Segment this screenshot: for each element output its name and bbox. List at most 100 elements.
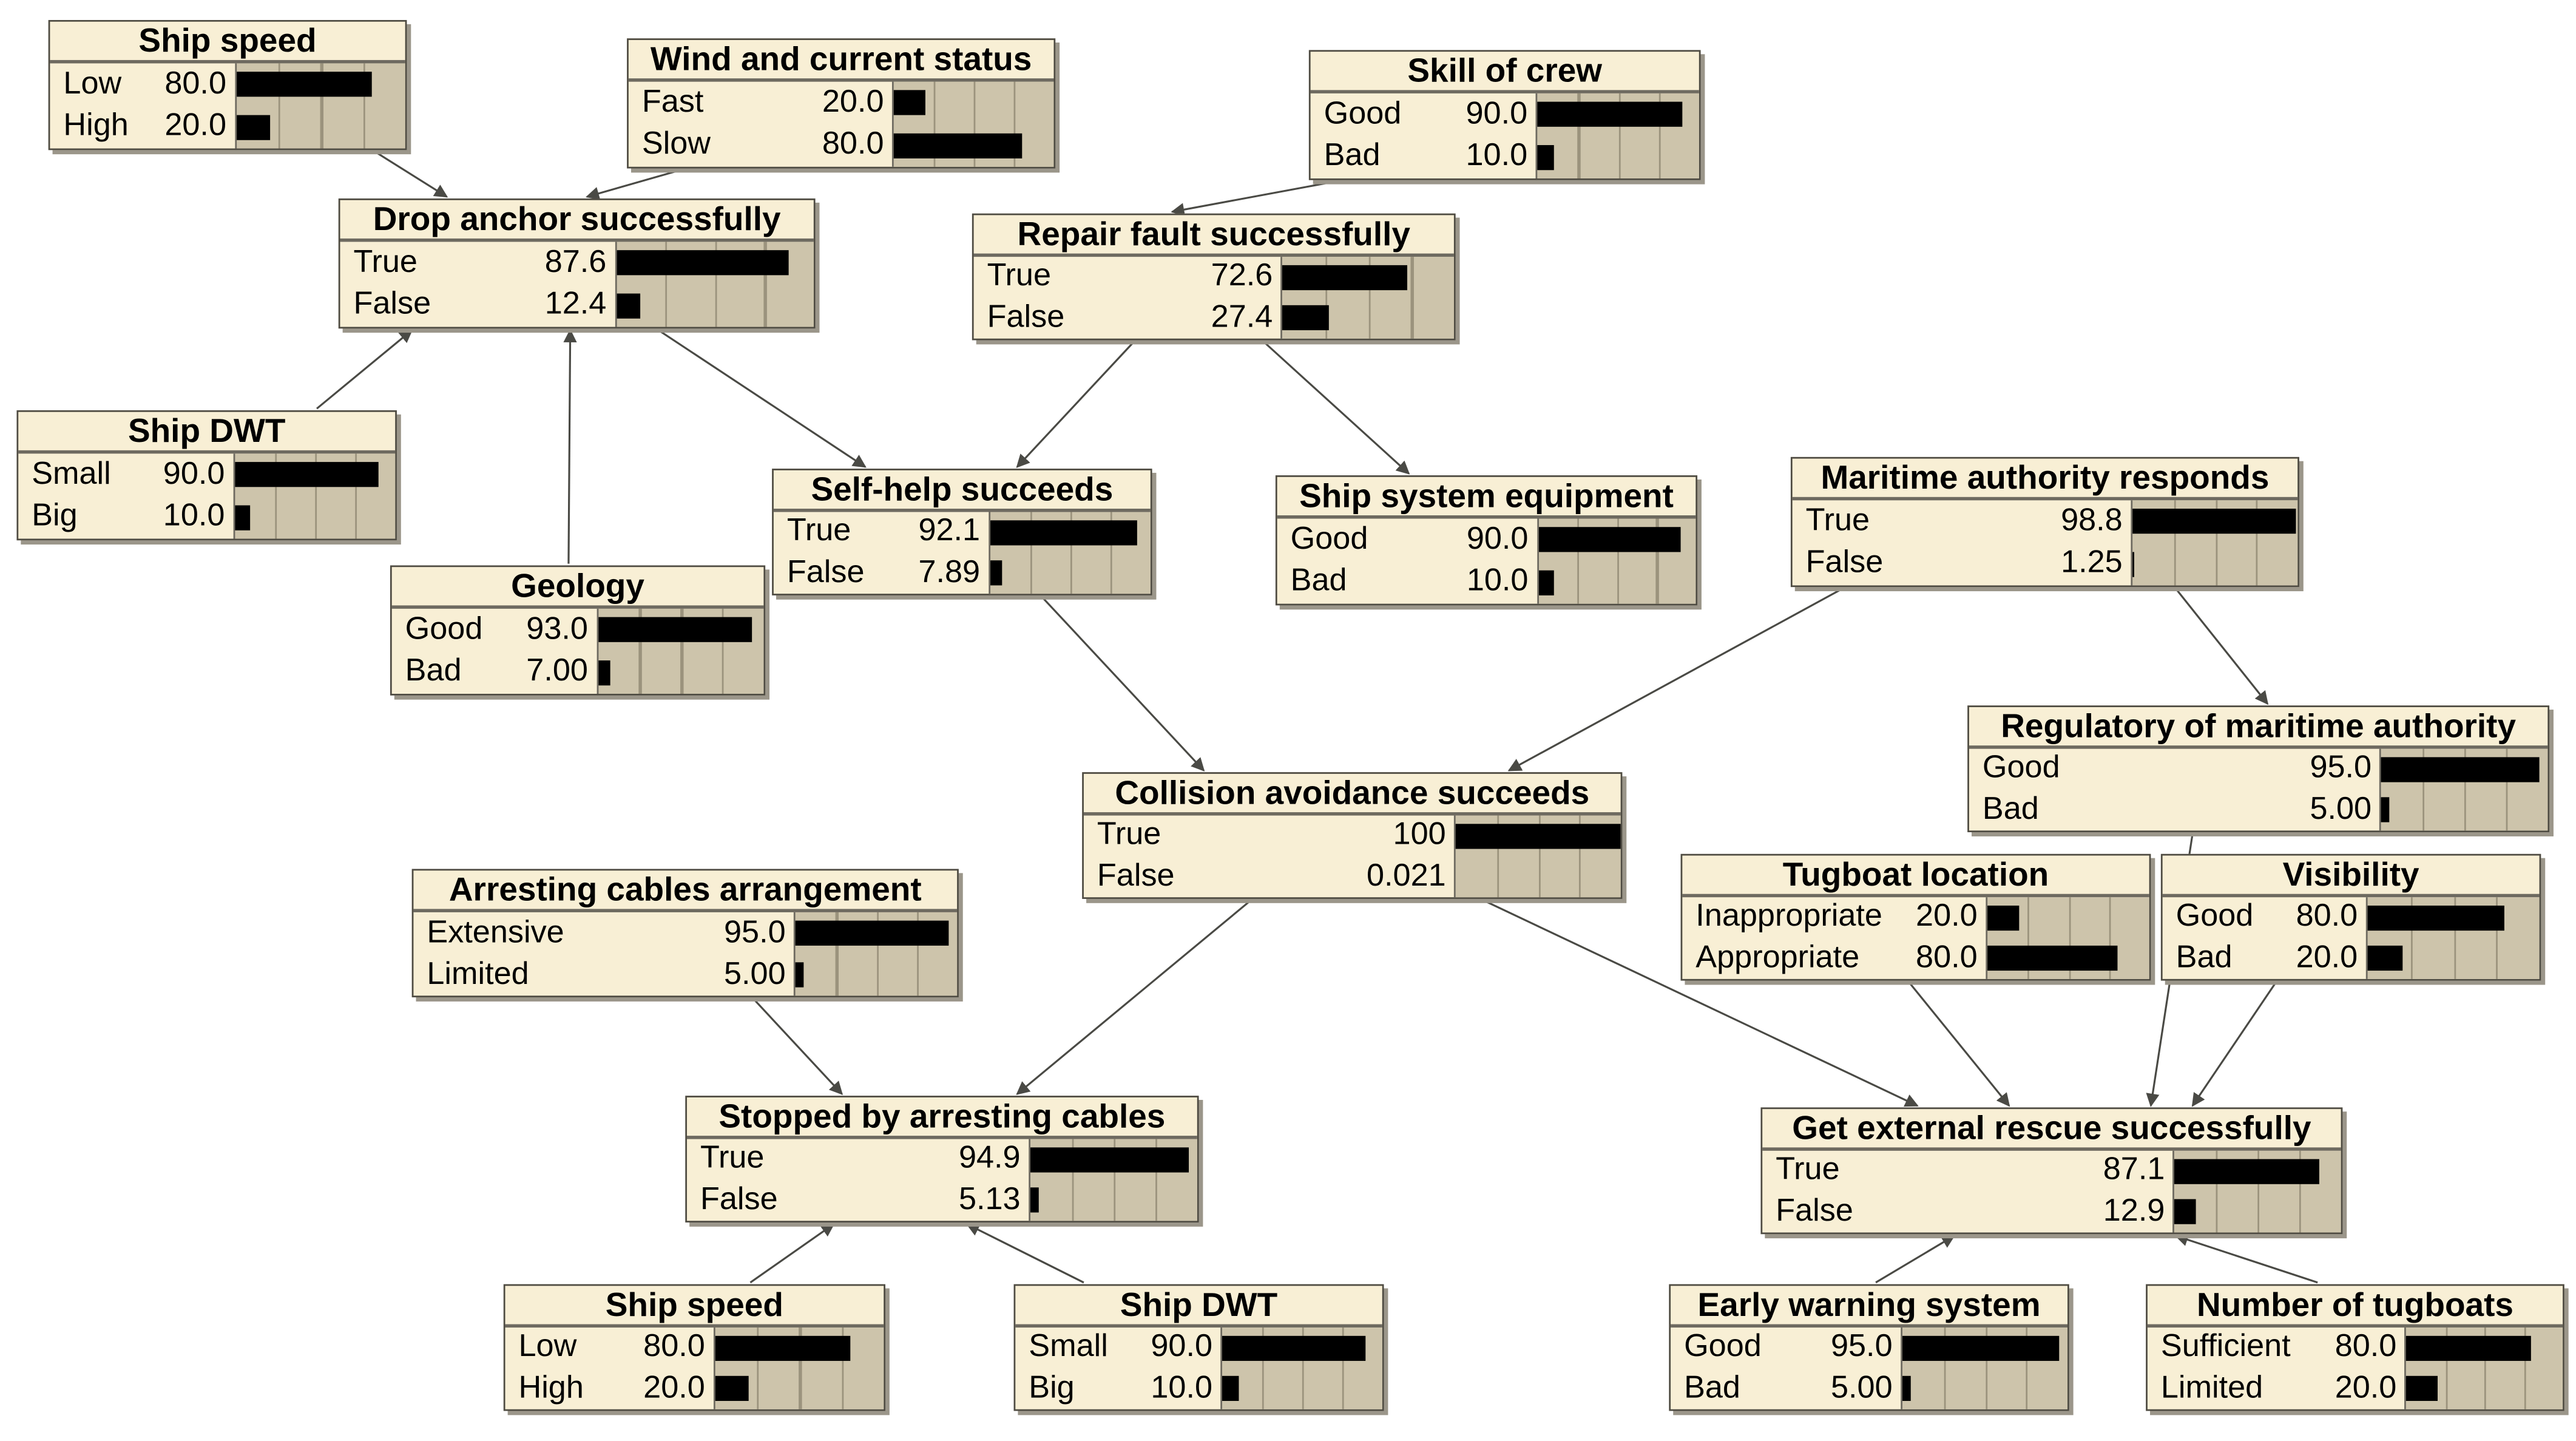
bar-grid-line bbox=[841, 1327, 843, 1409]
bar-grid-line bbox=[1072, 1139, 1074, 1221]
node-bar-panel bbox=[2131, 500, 2298, 586]
bar-grid-line bbox=[722, 608, 725, 694]
bar-grid-line bbox=[715, 242, 717, 327]
node-bar-panel bbox=[2365, 897, 2540, 979]
state-label: Bad bbox=[1684, 1370, 1740, 1406]
edge-repair-fault-to-ship-system-equipment bbox=[1263, 341, 1410, 475]
state-label: Big bbox=[32, 499, 78, 534]
bar-row bbox=[234, 496, 395, 538]
edge-self-help-to-collision bbox=[1041, 596, 1205, 772]
state-value: 95.0 bbox=[724, 915, 786, 950]
node-bar-panel bbox=[233, 453, 396, 539]
prob-bar bbox=[2406, 1376, 2438, 1402]
node-title: Repair fault successfully bbox=[973, 215, 1454, 257]
bar-row bbox=[1987, 938, 2149, 979]
node-bar-panel bbox=[1536, 518, 1696, 604]
bar-grid-line bbox=[2410, 897, 2413, 979]
bar-grid-line bbox=[1030, 512, 1032, 594]
prob-bar bbox=[2367, 905, 2506, 931]
bar-row bbox=[1222, 1327, 1382, 1368]
state-value: 100 bbox=[1393, 818, 1446, 853]
bar-row bbox=[2381, 790, 2548, 830]
bar-grid-line bbox=[916, 912, 919, 996]
state-label: Bad bbox=[2175, 940, 2233, 975]
state-value: 90.0 bbox=[1466, 521, 1529, 557]
prob-bar bbox=[598, 617, 752, 643]
node-title: Skill of crew bbox=[1310, 52, 1699, 93]
bar-grid-line bbox=[639, 608, 641, 694]
bar-grid-line bbox=[1155, 1139, 1158, 1221]
state-label: Appropriate bbox=[1695, 940, 1860, 975]
state-value: 5.13 bbox=[958, 1182, 1021, 1218]
node-bar-panel bbox=[1535, 93, 1699, 178]
bar-grid-line bbox=[2484, 1327, 2487, 1409]
bar-grid-line bbox=[1368, 257, 1371, 339]
node-bar-panel bbox=[234, 63, 405, 149]
state-label: Inappropriate bbox=[1695, 899, 1882, 935]
state-label: False bbox=[1805, 546, 1884, 581]
state-label: Bad bbox=[1323, 138, 1381, 174]
node-bar-panel bbox=[2379, 748, 2548, 831]
state-value: 80.0 bbox=[2334, 1329, 2397, 1365]
state-label: True bbox=[353, 245, 418, 280]
node-title: Geology bbox=[391, 567, 764, 609]
node-title: Wind and current status bbox=[628, 40, 1054, 82]
prob-bar bbox=[990, 520, 1138, 545]
bar-grid-line bbox=[680, 608, 683, 694]
edge-maritime-authority-to-regulatory bbox=[2175, 588, 2269, 705]
bar-grid-line bbox=[1944, 1327, 1946, 1409]
state-value: 1.25 bbox=[2061, 546, 2123, 581]
edge-collision-to-get-external bbox=[1483, 900, 1919, 1107]
state-label: True bbox=[987, 259, 1052, 294]
bar-row bbox=[990, 512, 1151, 553]
prob-bar bbox=[796, 962, 804, 988]
state-value: 94.9 bbox=[958, 1141, 1021, 1176]
edge-skill-of-crew-to-repair-fault bbox=[1171, 180, 1334, 217]
state-label: Small bbox=[32, 456, 111, 492]
bar-row bbox=[2132, 500, 2297, 543]
bar-row bbox=[1456, 856, 1621, 897]
state-value: 87.1 bbox=[2103, 1153, 2165, 1188]
state-label: Bad bbox=[1290, 564, 1347, 600]
bar-grid-line bbox=[1618, 93, 1620, 178]
node-title: Tugboat location bbox=[1682, 856, 2149, 898]
bar-grid-line bbox=[1110, 512, 1113, 594]
prob-bar bbox=[1030, 1188, 1040, 1213]
node-title: Ship DWT bbox=[1015, 1286, 1382, 1328]
node-title: Ship system equipment bbox=[1277, 477, 1696, 519]
state-label: Good bbox=[2175, 899, 2254, 935]
state-label: Good bbox=[1323, 96, 1402, 132]
state-label: Slow bbox=[641, 127, 711, 163]
state-label: True bbox=[1776, 1153, 1840, 1188]
bar-row bbox=[715, 1368, 884, 1409]
bar-row bbox=[1537, 136, 1699, 178]
bar-row bbox=[1282, 297, 1454, 338]
state-value: 5.00 bbox=[724, 956, 786, 992]
